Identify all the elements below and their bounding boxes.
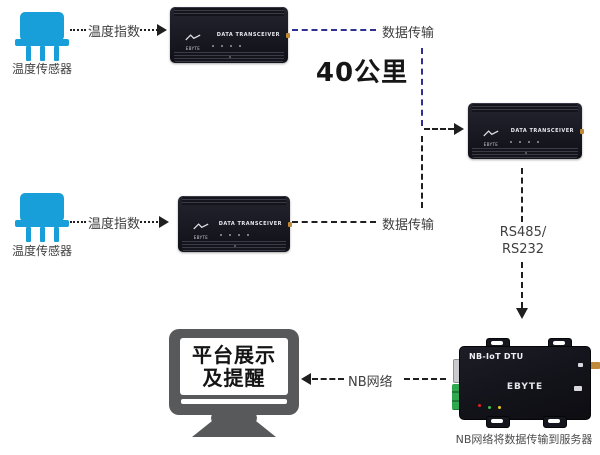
device-name-label: DATA TRANSCEIVER <box>218 221 282 227</box>
arrow-left-icon <box>301 373 311 385</box>
dtu-ear-slot <box>491 341 503 345</box>
led-indicators <box>212 45 241 47</box>
sensor-body <box>20 193 64 222</box>
sensor-base <box>15 39 69 46</box>
sensor-label-1: 温度传感器 <box>11 62 72 76</box>
sensor-body <box>20 12 64 41</box>
led-indicators <box>510 141 539 143</box>
dtu-led-green <box>488 406 491 409</box>
device-pinhole <box>234 245 236 247</box>
device-pinhole <box>525 152 527 154</box>
device-name-label: DATA TRANSCEIVER <box>216 32 280 38</box>
dashed-connector-vertical <box>421 136 423 208</box>
antenna-stub-icon <box>286 33 290 38</box>
dtu-ear-slot <box>553 341 565 345</box>
brand-label: EBYTE <box>483 142 499 147</box>
monitor-screen: 平台展示 及提醒 <box>180 338 288 395</box>
antenna-stub-icon <box>580 129 584 134</box>
brand-label: EBYTE <box>185 46 201 51</box>
distance-label: 40公里 <box>315 58 409 88</box>
dtu-port-mark <box>574 386 582 391</box>
lora-transceiver-2: EBYTE DATA TRANSCEIVER <box>178 196 292 252</box>
temperature-sensor-icon-2 <box>0 181 90 261</box>
brand-mark-icon <box>483 130 499 137</box>
dtu-antenna-icon <box>587 362 600 369</box>
dtu-terminal-block <box>452 384 463 410</box>
dashed-connector <box>312 378 344 380</box>
brand-logo: EBYTE <box>481 122 501 147</box>
sensor-leg <box>54 227 59 242</box>
temp-index-label-2: 温度指数 <box>88 217 141 232</box>
dashed-connector <box>292 221 376 223</box>
monitor-icon: 平台展示 及提醒 <box>169 329 299 415</box>
dashed-connector <box>404 378 446 380</box>
dotted-connector <box>70 29 86 31</box>
arrow-right-icon <box>454 123 464 135</box>
dtu-ear-slot <box>548 419 560 423</box>
sensor-leg <box>26 46 31 61</box>
brand-mark-icon <box>193 223 209 230</box>
serial-line2: RS232 <box>501 242 545 257</box>
sensor-leg <box>26 227 31 242</box>
monitor-base <box>192 421 276 437</box>
dotted-connector <box>140 221 158 223</box>
lora-transceiver-relay: EBYTE DATA TRANSCEIVER <box>468 103 584 159</box>
device-fins <box>472 103 578 112</box>
arrow-right-icon <box>157 24 167 36</box>
brand-mark-icon <box>185 34 201 41</box>
device-fins <box>182 196 286 205</box>
platform-text-line2: 及提醒 <box>202 365 266 390</box>
brand-label: EBYTE <box>193 235 209 240</box>
nb-network-label: NB网络 <box>348 375 393 390</box>
dtu-brand-label: EBYTE <box>506 382 544 392</box>
antenna-stub-icon <box>288 222 292 227</box>
dtu-led-yellow <box>498 406 501 409</box>
temperature-sensor-icon-1 <box>0 0 90 80</box>
sensor-leg <box>40 46 45 61</box>
sensor-leg <box>40 227 45 242</box>
platform-text-line1: 平台展示 <box>192 342 276 367</box>
dashed-connector <box>424 128 454 130</box>
led-indicators <box>220 234 249 236</box>
dashed-connector-vertical <box>521 168 523 222</box>
lora-transceiver-1: EBYTE DATA TRANSCEIVER <box>170 7 290 63</box>
dotted-connector <box>70 221 86 223</box>
dtu-ear-slot <box>491 419 503 423</box>
data-transfer-label-1: 数据传输 <box>382 26 435 41</box>
arrow-down-icon <box>516 308 528 319</box>
dtu-title: NB-IoT DTU <box>469 352 524 361</box>
monitor-slot <box>181 399 287 404</box>
device-name-label: DATA TRANSCEIVER <box>510 128 574 134</box>
dashed-connector-vertical <box>521 262 523 308</box>
serial-protocol-label: RS485/ RS232 <box>486 224 560 258</box>
dashed-connector-vertical <box>421 48 423 126</box>
arrow-right-icon <box>159 216 169 228</box>
data-transfer-label-2: 数据传输 <box>382 218 435 233</box>
dashed-connector <box>292 29 376 31</box>
nb-iot-dtu: NB-IoT DTU EBYTE <box>459 346 591 420</box>
sensor-label-2: 温度传感器 <box>11 244 72 258</box>
dtu-led-red <box>478 404 481 407</box>
sensor-leg <box>54 46 59 61</box>
temp-index-label-1: 温度指数 <box>88 25 141 40</box>
dtu-caption: NB网络将数据传输到服务器 <box>455 433 593 446</box>
device-pinhole <box>229 56 231 58</box>
serial-line1: RS485/ <box>499 225 547 240</box>
dtu-port-mark <box>578 363 583 367</box>
brand-logo: EBYTE <box>183 26 203 51</box>
sensor-base <box>15 220 69 227</box>
dotted-connector <box>140 29 158 31</box>
brand-logo: EBYTE <box>191 215 211 240</box>
device-fins <box>174 7 284 16</box>
